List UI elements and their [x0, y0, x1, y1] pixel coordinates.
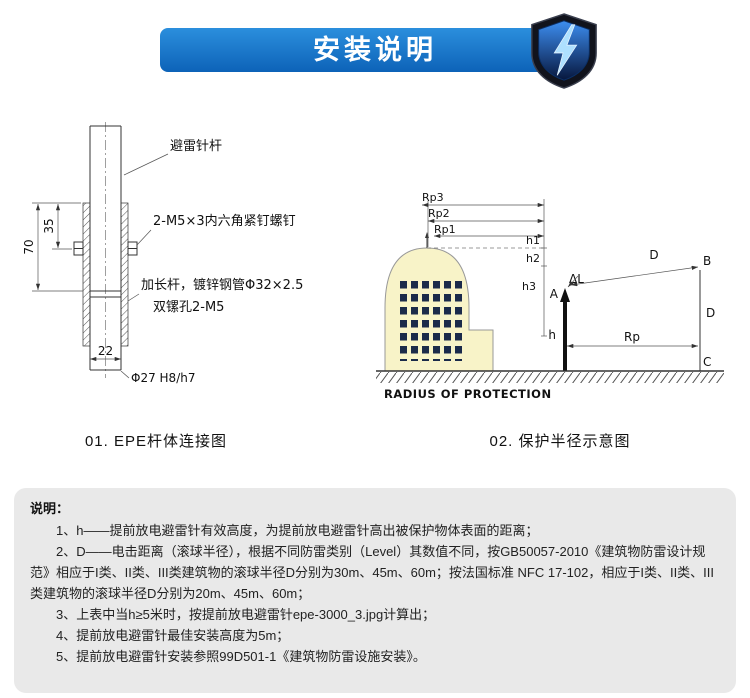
pole-connection-figure: 35 70 22 Φ27 H8/h7 避雷针杆 2-M5×3内六角紧钉螺钉 加长…: [20, 120, 350, 425]
label-extension-1: 加长杆，镀锌钢管Φ32×2.5: [141, 277, 303, 293]
note-item-3: 3、上表中当h≥5米时，按提前放电避雷针epe-3000_3.jpg计算出；: [56, 606, 436, 622]
radius-of-protection-text: RADIUS OF PROTECTION: [384, 387, 552, 401]
label-d-right: D: [706, 306, 715, 320]
sleeve-wall-right: [120, 202, 129, 347]
label-h3: h3: [522, 280, 536, 293]
note-item-1: 1、h——提前放电避雷针有效高度，为提前放电避雷针高出被保护物体表面的距离；: [56, 522, 539, 538]
label-rp1: Rp1: [434, 223, 456, 236]
header-banner: 安装说明: [160, 28, 590, 72]
label-point-c: C: [703, 355, 711, 369]
set-screw-left: [73, 241, 84, 256]
dim-22: 22: [98, 344, 113, 358]
pole-drawing: [73, 122, 138, 378]
mast-arrowhead: [560, 288, 570, 302]
dimension-lines: 35 70 22 Φ27 H8/h7: [22, 202, 195, 385]
set-screw-right: [127, 241, 138, 256]
sleeve-wall-left: [82, 202, 91, 347]
label-rp2: Rp2: [428, 207, 450, 220]
note-item-5: 5、提前放电避雷针安装参照99D501-1《建筑物防雷设施安装》。: [56, 649, 426, 665]
protection-radius-figure: Rp3 Rp2 Rp1 h1 h2 h3 A ΔL D B: [372, 186, 730, 406]
protection-geometry: A ΔL D B D Rp h C: [548, 248, 715, 371]
note-item-2: 2、D——电击距离（滚球半径），根据不同防雷类别（Level）其数值不同，按GB…: [30, 543, 715, 601]
ground: RADIUS OF PROTECTION: [376, 370, 724, 401]
radius-dimensions: Rp3 Rp2 Rp1 h1 h2 h3: [422, 191, 547, 337]
label-h: h: [548, 328, 556, 342]
page-title: 安装说明: [313, 34, 437, 65]
label-screws: 2-M5×3内六角紧钉螺钉: [153, 213, 296, 229]
label-rod: 避雷针杆: [170, 139, 222, 154]
lightning-shield-logo: [527, 11, 601, 91]
part-labels: 避雷针杆 2-M5×3内六角紧钉螺钉 加长杆，镀锌钢管Φ32×2.5 双镙孔2-…: [123, 139, 303, 315]
label-rp: Rp: [624, 330, 640, 344]
label-extension-2: 双镙孔2-M5: [153, 300, 224, 315]
pole-connection-diagram: 35 70 22 Φ27 H8/h7 避雷针杆 2-M5×3内六角紧钉螺钉 加长…: [22, 122, 303, 385]
protection-radius-diagram: Rp3 Rp2 Rp1 h1 h2 h3 A ΔL D B: [376, 191, 724, 401]
building-windows: [400, 281, 463, 361]
label-rp3: Rp3: [422, 191, 444, 204]
label-h1: h1: [526, 234, 540, 247]
note-item-4: 4、提前放电避雷针最佳安装高度为5m；: [56, 628, 290, 644]
dim-35: 35: [42, 218, 56, 233]
notes-panel: 说明： 1、h——提前放电避雷针有效高度，为提前放电避雷针高出被保护物体表面的距…: [14, 488, 736, 693]
label-h2: h2: [526, 252, 540, 265]
ese-terminal-tip: [425, 232, 429, 238]
figure1-caption: 01. EPE杆体连接图: [84, 433, 228, 450]
dim-70: 70: [22, 239, 36, 254]
label-point-a: A: [550, 287, 559, 301]
lightning-bolt-icon: [553, 24, 578, 76]
shield-icon: [531, 13, 597, 89]
dim-bore: Φ27 H8/h7: [131, 371, 195, 385]
label-d-upper: D: [649, 248, 658, 262]
label-point-b: B: [703, 254, 711, 268]
notes-title: 说明：: [30, 501, 70, 516]
figure2-caption: 02. 保护半径示意图: [489, 433, 631, 450]
